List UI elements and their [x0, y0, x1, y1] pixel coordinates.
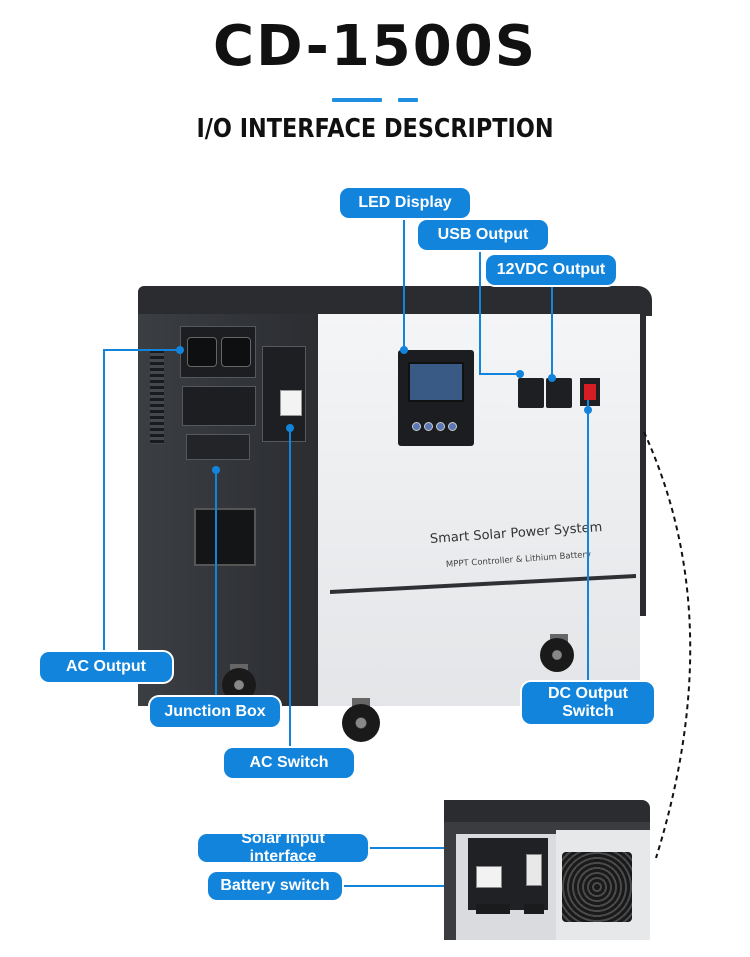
ac-socket-icon	[187, 337, 217, 367]
callout-battery-switch: Battery switch	[208, 872, 342, 900]
product-model-title: CD-1500S	[212, 14, 538, 79]
callout-junction-box: Junction Box	[150, 697, 280, 727]
callout-ac-switch: AC Switch	[224, 748, 354, 778]
junction-box-cover	[182, 386, 256, 426]
inset-top-lid	[444, 800, 650, 824]
battery-mini-plate	[476, 904, 510, 914]
usb-port-plate	[518, 378, 544, 408]
callout-solar-input-interface: Solar input interface	[198, 830, 368, 865]
dc-rocker-switch-icon	[584, 384, 596, 400]
unit-front-panel	[318, 314, 640, 706]
led-button-icon	[424, 422, 433, 431]
title-accent-bar-right	[398, 98, 418, 102]
caster-wheel-icon	[222, 668, 256, 702]
callout-led-display: LED Display	[340, 188, 470, 218]
callout-dc-output-switch: DC Output Switch	[522, 682, 654, 724]
solar-terminal-icon	[526, 854, 542, 886]
unit-top-lid	[138, 286, 652, 316]
led-button-icon	[448, 422, 457, 431]
ac-socket-icon	[221, 337, 251, 367]
led-screen	[408, 362, 464, 402]
caster-wheel-icon	[342, 704, 380, 742]
ac-breaker-icon	[280, 390, 302, 416]
callout-12vdc-output: 12VDC Output	[486, 255, 616, 285]
junction-terminal-strip	[186, 434, 250, 460]
vent-grille	[150, 350, 164, 444]
caster-mount	[352, 698, 370, 708]
callout-ac-output: AC Output	[40, 652, 172, 682]
polarity-mini-plate	[524, 904, 544, 914]
section-subtitle: I/O INTERFACE DESCRIPTION	[196, 114, 554, 144]
ac-socket-plate	[180, 326, 256, 378]
battery-breaker-icon	[476, 866, 502, 888]
view-link-dashed-arc	[643, 431, 692, 859]
led-button-icon	[436, 422, 445, 431]
cooling-fan-icon	[562, 852, 632, 922]
callout-usb-output: USB Output	[418, 220, 548, 250]
carry-handle-recess	[194, 508, 256, 566]
led-button-icon	[412, 422, 421, 431]
caster-wheel-icon	[540, 638, 574, 672]
title-accent-bar-left	[332, 98, 382, 102]
dc-port-plate	[546, 378, 572, 408]
